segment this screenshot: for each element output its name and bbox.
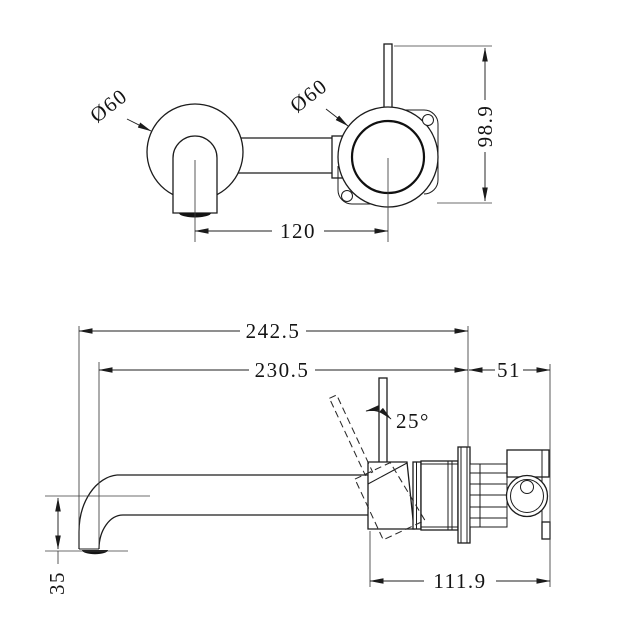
dim-body-depth: 51 bbox=[468, 358, 551, 587]
inlet-port-inner bbox=[510, 479, 544, 513]
dim-spout-diameter: Ø60 bbox=[85, 83, 152, 132]
handle-height-label: 98.9 bbox=[473, 105, 497, 148]
overall-projection-label: 242.5 bbox=[246, 319, 301, 343]
inlet-port-outer bbox=[505, 474, 549, 518]
handle-angle-label: 25° bbox=[396, 409, 430, 433]
mixer-escutcheon-plan bbox=[337, 106, 439, 242]
bracket-foot bbox=[541, 521, 551, 540]
spout-projection-label: 230.5 bbox=[255, 358, 310, 382]
dim-spout-projection: 230.5 bbox=[98, 358, 469, 548]
in-wall-body bbox=[469, 449, 551, 540]
dim-spout-drop: 35 bbox=[45, 495, 150, 595]
centre-distance-label: 120 bbox=[280, 219, 316, 243]
plate-screw-hole-bottom bbox=[341, 190, 353, 202]
inlet-port-screw bbox=[520, 480, 534, 494]
mixer-lever-plan bbox=[383, 43, 393, 115]
dim-overall-projection: 242.5 bbox=[78, 319, 469, 548]
side-view: 25° 242.5 230.5 51 11 bbox=[45, 319, 551, 595]
handle-side bbox=[367, 461, 415, 530]
spout-drop-label: 35 bbox=[45, 571, 69, 595]
wall-flange bbox=[457, 446, 471, 544]
handle-tilted-dashed bbox=[328, 394, 426, 541]
top-view: Ø60 Ø60 98.9 120 bbox=[85, 43, 497, 243]
dim-handle-height: 98.9 bbox=[394, 45, 497, 204]
spout-plan bbox=[146, 103, 244, 242]
lever-side bbox=[378, 377, 388, 464]
dim-mixer-diameter: Ø60 bbox=[285, 73, 349, 127]
dim-body-length: 111.9 bbox=[369, 531, 551, 593]
top-view-pipe bbox=[238, 137, 346, 174]
spout-side bbox=[78, 474, 368, 555]
body-length-label: 111.9 bbox=[433, 569, 486, 593]
mixer-diameter-label: Ø60 bbox=[285, 73, 332, 117]
mounting-bracket bbox=[506, 449, 550, 478]
dim-handle-angle: 25° bbox=[365, 405, 430, 433]
dim-centre-distance: 120 bbox=[194, 219, 389, 243]
valve-cartridge bbox=[412, 460, 459, 531]
spout-diameter-label: Ø60 bbox=[85, 83, 132, 127]
plate-screw-hole-top bbox=[422, 114, 434, 126]
body-depth-label: 51 bbox=[497, 358, 521, 382]
